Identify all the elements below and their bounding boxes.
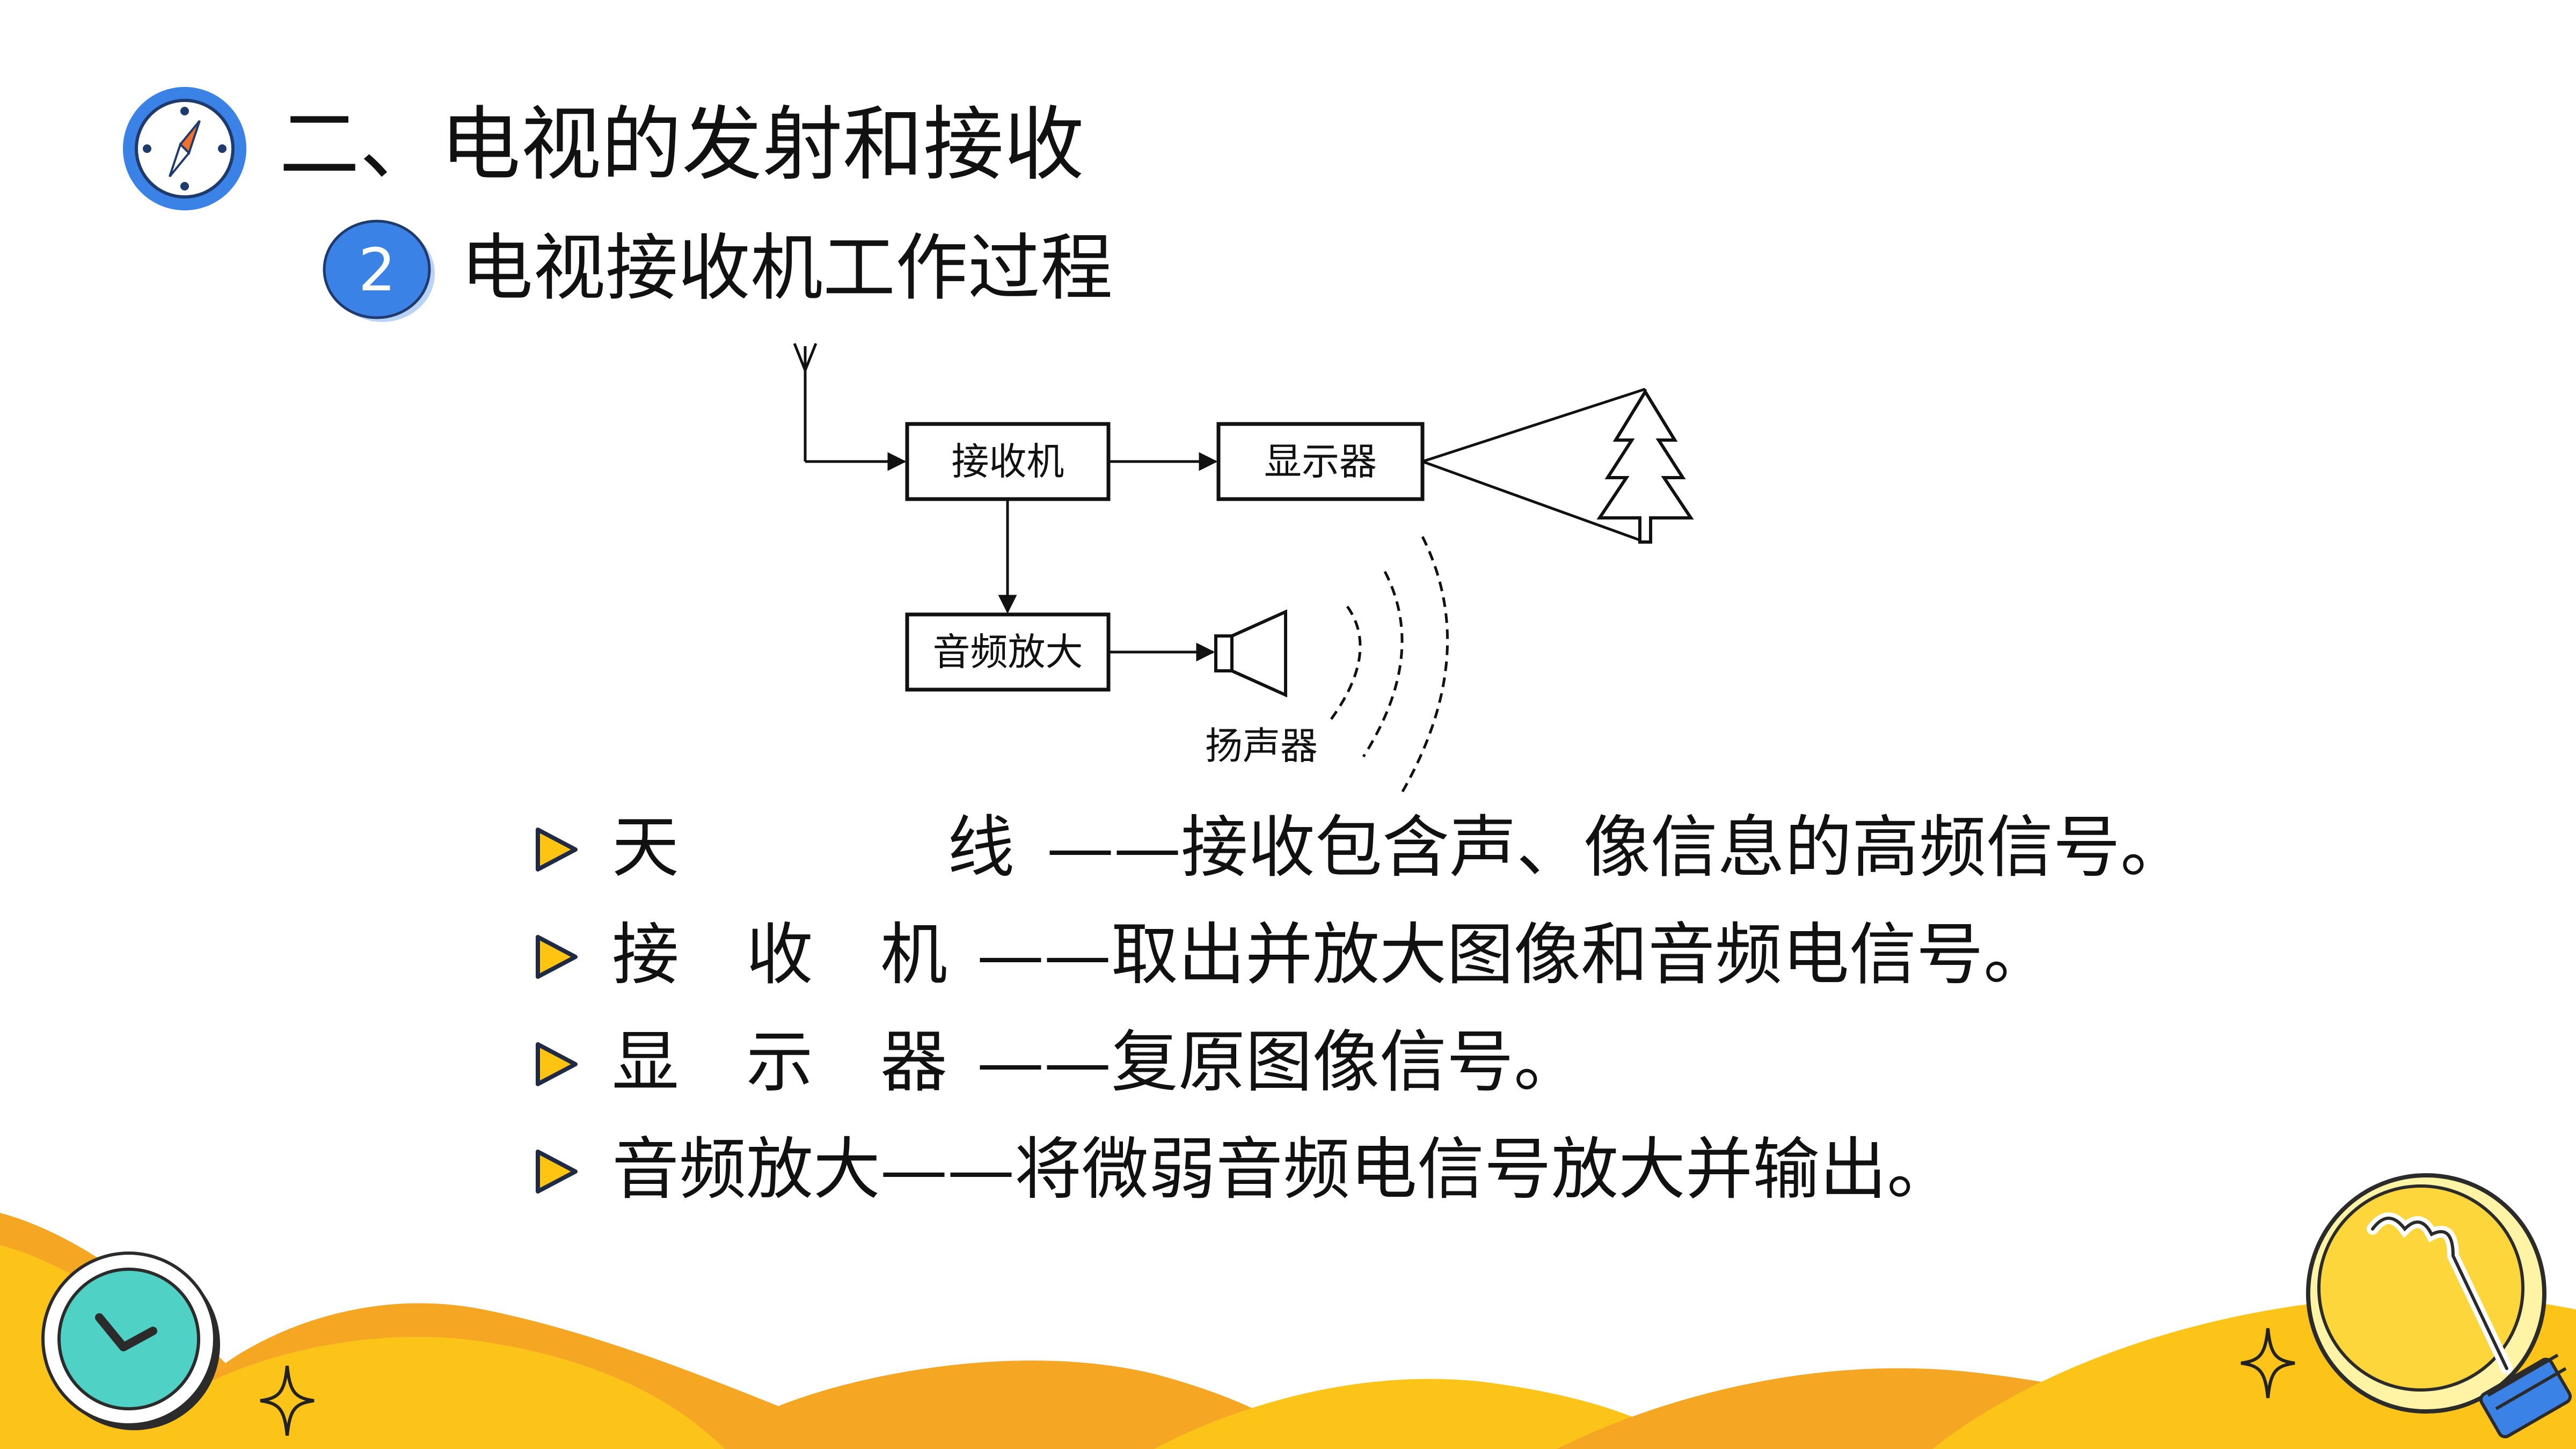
- bullet-term: 天 线: [612, 809, 1015, 887]
- bullet-description: 取出并放大图像和音频电信号。: [1111, 916, 2050, 994]
- triangle-bullet-icon: [536, 828, 578, 872]
- bullet-separator: ——: [1047, 809, 1181, 887]
- compass-icon: [123, 87, 246, 210]
- tree-icon: [1596, 389, 1694, 544]
- page-title: 二、电视的发射和接收: [279, 98, 1085, 192]
- section-number: 2: [358, 236, 396, 304]
- list-item: 天 线 —— 接收包含声、像信息的高频信号。: [531, 805, 2464, 891]
- triangle-bullet-icon: [536, 935, 578, 979]
- bullet-separator: ——: [880, 1131, 1015, 1209]
- list-item: 音频放大 —— 将微弱音频电信号放大并输出。: [531, 1127, 2464, 1213]
- triangle-bullet-icon: [536, 1150, 578, 1194]
- clock-icon: [41, 1252, 220, 1430]
- list-item: 显 示 器 —— 复原图像信号。: [531, 1020, 2464, 1106]
- bullet-separator: ——: [977, 916, 1111, 994]
- list-item: 接 收 机 —— 取出并放大图像和音频电信号。: [531, 912, 2464, 998]
- antenna-icon: [793, 343, 907, 471]
- lightbulb-icon: [2306, 1173, 2572, 1439]
- tv-receiver-diagram: 接收机 显示器 音频放大 扬声器: [773, 333, 1696, 816]
- sparkle-icon: [2241, 1328, 2295, 1399]
- bullet-term: 音频放大: [612, 1131, 880, 1209]
- bullet-term: 显 示 器: [612, 1023, 947, 1101]
- section-title: 电视接收机工作过程: [461, 226, 1113, 310]
- receiver-box-label: 接收机: [951, 440, 1064, 484]
- bullet-separator: ——: [977, 1023, 1111, 1101]
- section-number-badge: [323, 219, 435, 322]
- audio-amp-box-label: 音频放大: [932, 630, 1083, 674]
- bullet-description: 将微弱音频电信号放大并输出。: [1015, 1131, 1954, 1209]
- triangle-bullet-icon: [536, 1042, 578, 1086]
- speaker-icon: [1214, 609, 1287, 698]
- sparkle-icon: [260, 1365, 315, 1436]
- speaker-label: 扬声器: [1205, 724, 1318, 768]
- bullet-term: 接 收 机: [612, 916, 947, 994]
- display-box-label: 显示器: [1264, 440, 1377, 484]
- bullet-description: 复原图像信号。: [1111, 1023, 1581, 1101]
- bullet-description: 接收包含声、像信息的高频信号。: [1181, 809, 2187, 887]
